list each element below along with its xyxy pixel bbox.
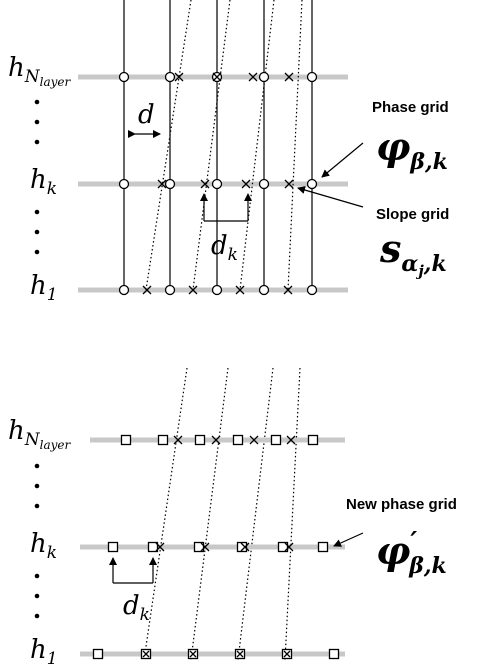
layer-label-top-b: hNlayer xyxy=(8,416,71,452)
slope-point xyxy=(284,179,294,189)
phase-point xyxy=(118,71,130,83)
new-phase-point xyxy=(270,434,282,446)
d-label: d xyxy=(138,100,155,130)
phase-point xyxy=(164,284,176,296)
layer-label-middle-b: hk xyxy=(30,529,57,563)
layer-label-top: hNlayer xyxy=(8,53,71,89)
phase-grid-pointer xyxy=(321,142,364,178)
slope-point xyxy=(283,650,291,658)
dotted-lines-bottom xyxy=(143,367,301,661)
new-phase-point xyxy=(328,648,340,660)
new-phase-grid-label: New phase grid xyxy=(346,496,457,513)
phase-point xyxy=(258,71,270,83)
phase-point xyxy=(258,284,270,296)
slope-point xyxy=(286,435,296,445)
new-phase-point xyxy=(193,541,205,553)
layer-label-bottom-b: h1 xyxy=(30,635,58,669)
ellipsis-dots-upper xyxy=(34,99,40,145)
new-phase-point xyxy=(277,541,289,553)
slope-point xyxy=(283,285,293,295)
slope-point xyxy=(173,435,183,445)
slope-grid-points-bottom xyxy=(142,435,296,658)
slope-point xyxy=(241,179,251,189)
slope-point xyxy=(284,542,294,552)
slope-grid-points xyxy=(142,72,294,295)
phase-grid-symbol: φβ,k xyxy=(376,124,448,175)
layer-label-bottom: h1 xyxy=(30,271,58,305)
phase-point xyxy=(306,284,318,296)
slope-grid-label: Slope grid xyxy=(376,206,449,223)
new-phase-point xyxy=(107,541,119,553)
slope-point xyxy=(157,179,167,189)
new-phase-point xyxy=(317,541,329,553)
slope-point xyxy=(248,72,258,82)
new-phase-grid-pointer xyxy=(333,532,364,547)
slope-point xyxy=(174,72,184,82)
slope-point xyxy=(142,285,152,295)
new-phase-point xyxy=(307,434,319,446)
phase-point xyxy=(211,284,223,296)
new-phase-point xyxy=(120,434,132,446)
phase-point xyxy=(258,178,270,190)
layer-label-middle: hk xyxy=(30,165,57,199)
new-phase-grid-symbol: φ′β,k xyxy=(376,527,447,579)
slope-point xyxy=(284,72,294,82)
phase-point xyxy=(306,71,318,83)
slope-point xyxy=(249,435,259,445)
new-phase-point xyxy=(157,434,169,446)
slope-point xyxy=(211,435,221,445)
ellipsis-dots-lower xyxy=(34,209,40,255)
slope-point xyxy=(200,542,210,552)
slope-point xyxy=(188,285,198,295)
phase-point xyxy=(118,178,130,190)
dk-bracket xyxy=(200,193,252,222)
phase-grid-points xyxy=(118,71,318,296)
dk-bracket-bottom xyxy=(109,557,157,584)
ellipsis-dots-lower-b xyxy=(34,573,40,619)
bottom-panel: hNlayer hk h1 dk New phase grid xyxy=(8,367,457,669)
vertical-lines xyxy=(123,0,313,290)
slope-point xyxy=(236,650,244,658)
slope-point xyxy=(200,179,210,189)
ellipsis-dots-upper-b xyxy=(34,463,40,509)
new-phase-point xyxy=(147,541,159,553)
slope-grid-pointer xyxy=(297,186,364,208)
phase-point xyxy=(164,178,176,190)
slope-point xyxy=(142,650,150,658)
slope-point xyxy=(189,650,197,658)
slope-point xyxy=(155,542,165,552)
new-phase-point xyxy=(92,648,104,660)
phase-point xyxy=(164,71,176,83)
new-phase-point xyxy=(236,541,248,553)
phase-grid-label: Phase grid xyxy=(372,99,449,116)
slope-point xyxy=(235,285,245,295)
slope-point xyxy=(240,542,250,552)
phase-point xyxy=(211,178,223,190)
phase-point xyxy=(118,284,130,296)
dk-label-bottom: dk xyxy=(123,591,150,625)
phase-point xyxy=(306,178,318,190)
dotted-lines xyxy=(145,0,303,291)
slope-grid-symbol: sαj,k xyxy=(379,226,447,280)
dk-label: dk xyxy=(211,231,238,265)
slope-point xyxy=(212,72,222,82)
new-phase-point xyxy=(232,434,244,446)
top-panel: hNlayer hk h1 d dk xyxy=(8,0,449,305)
new-phase-point xyxy=(194,434,206,446)
